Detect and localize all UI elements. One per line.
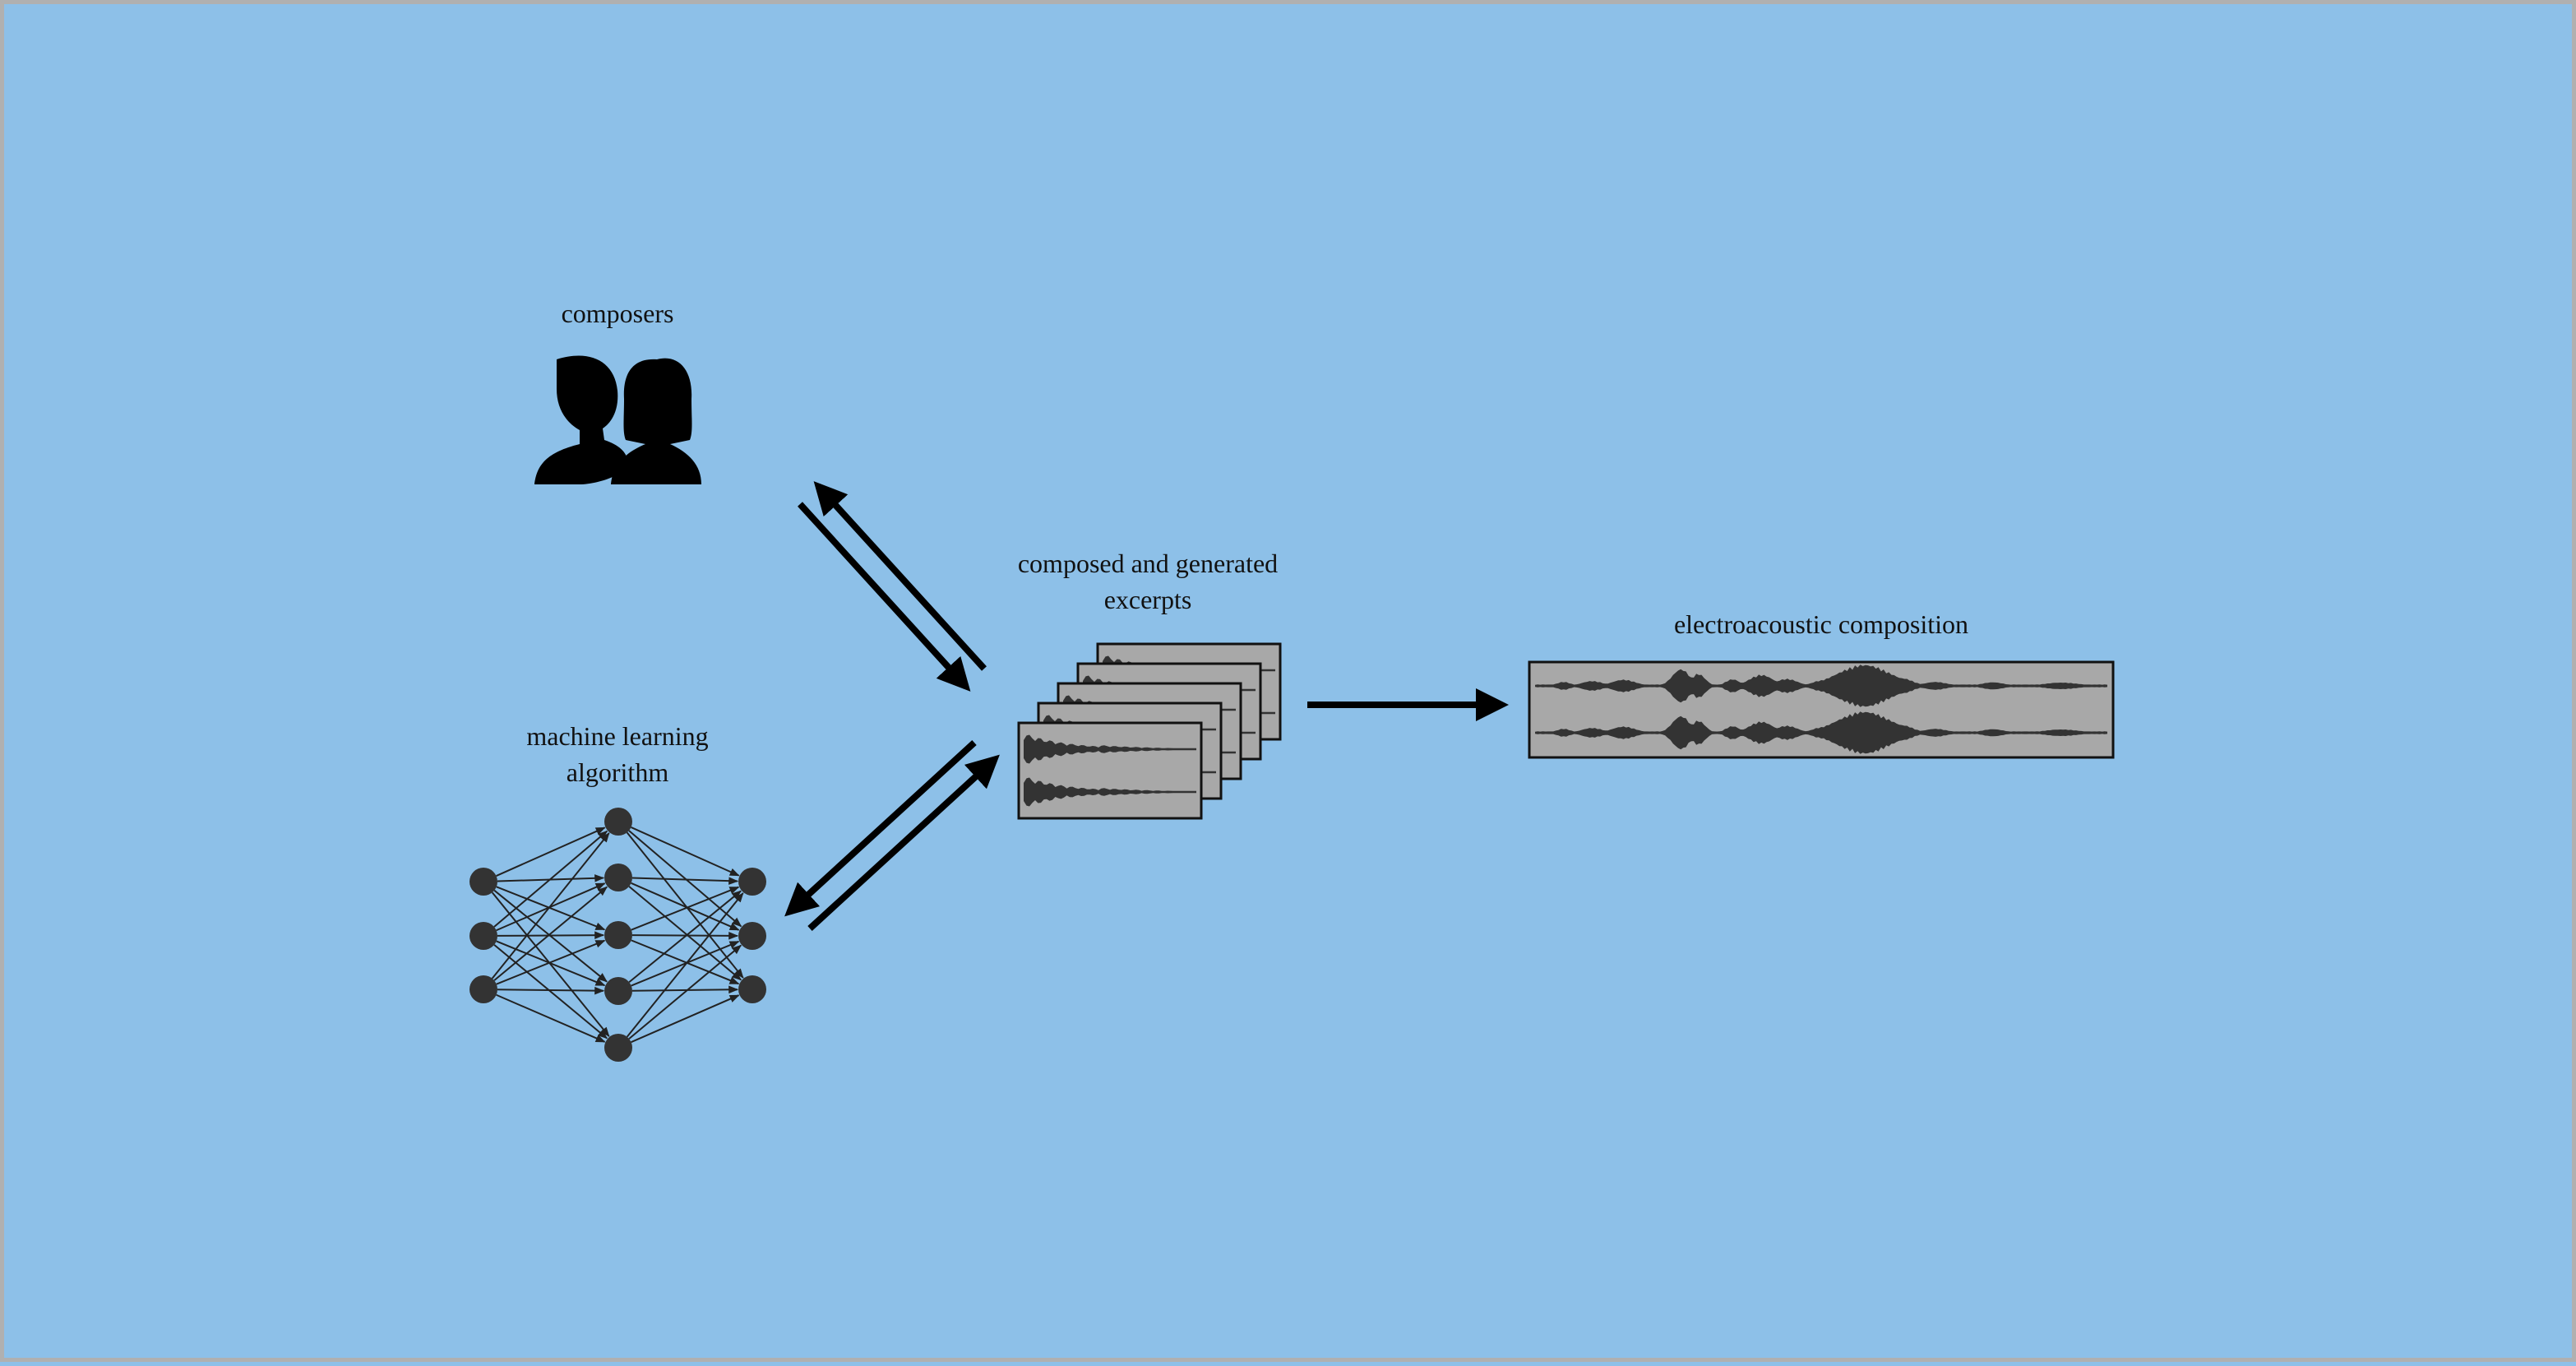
network-connection (631, 939, 740, 985)
neural-network-icon (469, 808, 766, 1062)
network-connection (491, 832, 610, 979)
composition-panel (1528, 660, 2115, 759)
network-connection (497, 931, 605, 939)
composition-waveform-left (1535, 664, 2107, 707)
arrow-algorithm-to-excerpts (807, 754, 1000, 931)
algorithm-label-line2: algorithm (566, 757, 669, 787)
composers-label: composers (561, 299, 674, 328)
network-connection (493, 944, 608, 1040)
network-connection (626, 892, 744, 1038)
network-connection (631, 940, 740, 987)
two-people-icon (534, 355, 701, 484)
network-node (604, 808, 632, 836)
network-connection (496, 993, 606, 1043)
network-connection (631, 827, 740, 877)
network-node (604, 1034, 632, 1062)
network-connection (628, 890, 742, 984)
network-connection (626, 831, 744, 979)
network-node (469, 922, 497, 950)
network-connection (496, 939, 606, 985)
composition-waveform-right (1535, 711, 2107, 754)
network-connection (628, 886, 742, 981)
algorithm-label-line1: machine learning (526, 721, 709, 751)
arrow-composers-to-excerpts (798, 502, 971, 692)
stereo-waveform-icon (1528, 660, 2115, 759)
arrow-excerpts-to-composers (813, 481, 987, 671)
network-connection (631, 886, 740, 931)
network-node (738, 868, 766, 896)
network-connection (493, 830, 608, 928)
excerpts-label-line1: composed and generated (1017, 549, 1279, 578)
stacked-waveforms-icon (1017, 642, 1282, 820)
network-node (469, 868, 497, 896)
network-connection (631, 932, 739, 940)
network-connection (631, 985, 739, 994)
network-connection (496, 886, 606, 931)
network-connection (631, 994, 740, 1044)
composition-label: electroacoustic composition (1673, 609, 1969, 639)
excerpts-label-line2: excerpts (1103, 585, 1192, 614)
network-connection (496, 827, 606, 877)
network-connection (631, 882, 740, 931)
network-node (738, 922, 766, 950)
network-node (604, 864, 632, 891)
network-connection (497, 986, 605, 995)
arrows (784, 481, 1509, 931)
network-node (469, 975, 497, 1003)
network-connection (628, 830, 742, 928)
network-connection (493, 886, 608, 981)
excerpt-panel (1017, 721, 1203, 820)
network-connection (631, 877, 739, 885)
network-node (604, 977, 632, 1005)
network-connection (496, 940, 606, 987)
network-connection (491, 891, 610, 1037)
algorithm-label: machine learning algorithm (453, 718, 782, 790)
arrow-excerpts-to-algorithm (784, 740, 977, 917)
man-silhouette-icon (534, 355, 627, 484)
network-node (604, 921, 632, 949)
network-node (738, 975, 766, 1003)
excerpts-label: composed and generated excerpts (963, 545, 1333, 618)
woman-silhouette-icon (611, 358, 701, 484)
network-connection (628, 944, 742, 1040)
diagram-svg (469, 355, 2115, 1062)
